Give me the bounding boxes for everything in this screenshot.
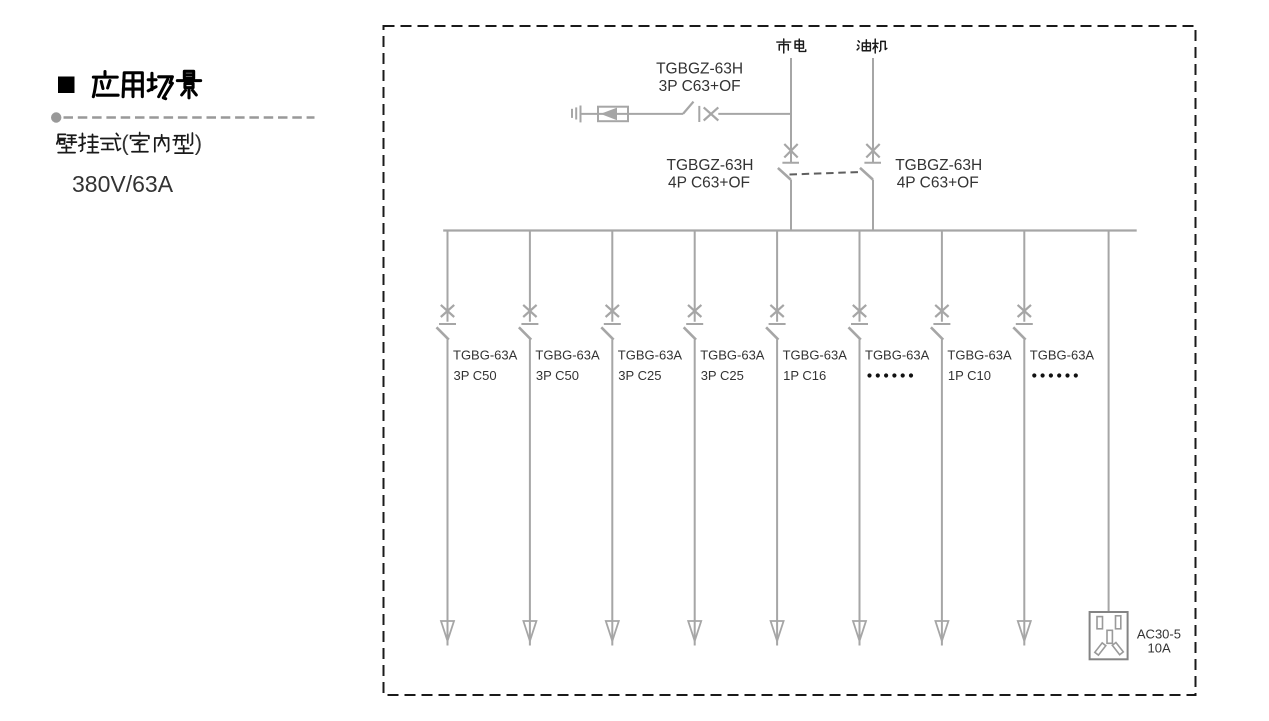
svg-text:TGBG-63A: TGBG-63A <box>453 348 518 363</box>
svg-text:3P C50: 3P C50 <box>454 368 497 383</box>
svg-text:3P C25: 3P C25 <box>618 368 661 383</box>
svg-text:TGBG-63A: TGBG-63A <box>865 348 930 363</box>
svg-text:TGBG-63A: TGBG-63A <box>618 348 683 363</box>
svg-text:TGBG-63A: TGBG-63A <box>700 348 765 363</box>
svg-text:380V/63A: 380V/63A <box>72 171 174 197</box>
svg-text:3P C63+OF: 3P C63+OF <box>659 78 741 95</box>
svg-text:TGBGZ-63H: TGBGZ-63H <box>667 157 754 174</box>
svg-text:TGBG-63A: TGBG-63A <box>783 348 848 363</box>
svg-text:(: ( <box>121 131 129 156</box>
svg-text:3P C25: 3P C25 <box>701 368 744 383</box>
svg-text:): ) <box>195 131 202 156</box>
svg-text:10A: 10A <box>1148 641 1171 656</box>
svg-text:AC30-5: AC30-5 <box>1137 627 1181 642</box>
svg-text:TGBGZ-63H: TGBGZ-63H <box>895 157 982 174</box>
svg-text:3P C50: 3P C50 <box>536 368 579 383</box>
svg-text:TGBG-63A: TGBG-63A <box>535 348 600 363</box>
svg-text:4P C63+OF: 4P C63+OF <box>897 175 979 192</box>
svg-text:4P C63+OF: 4P C63+OF <box>668 175 750 192</box>
svg-text:TGBG-63A: TGBG-63A <box>1030 348 1095 363</box>
svg-text:1P C10: 1P C10 <box>948 368 991 383</box>
svg-text:1P C16: 1P C16 <box>783 368 826 383</box>
svg-text:TGBG-63A: TGBG-63A <box>947 348 1012 363</box>
svg-text:TGBGZ-63H: TGBGZ-63H <box>656 61 743 78</box>
